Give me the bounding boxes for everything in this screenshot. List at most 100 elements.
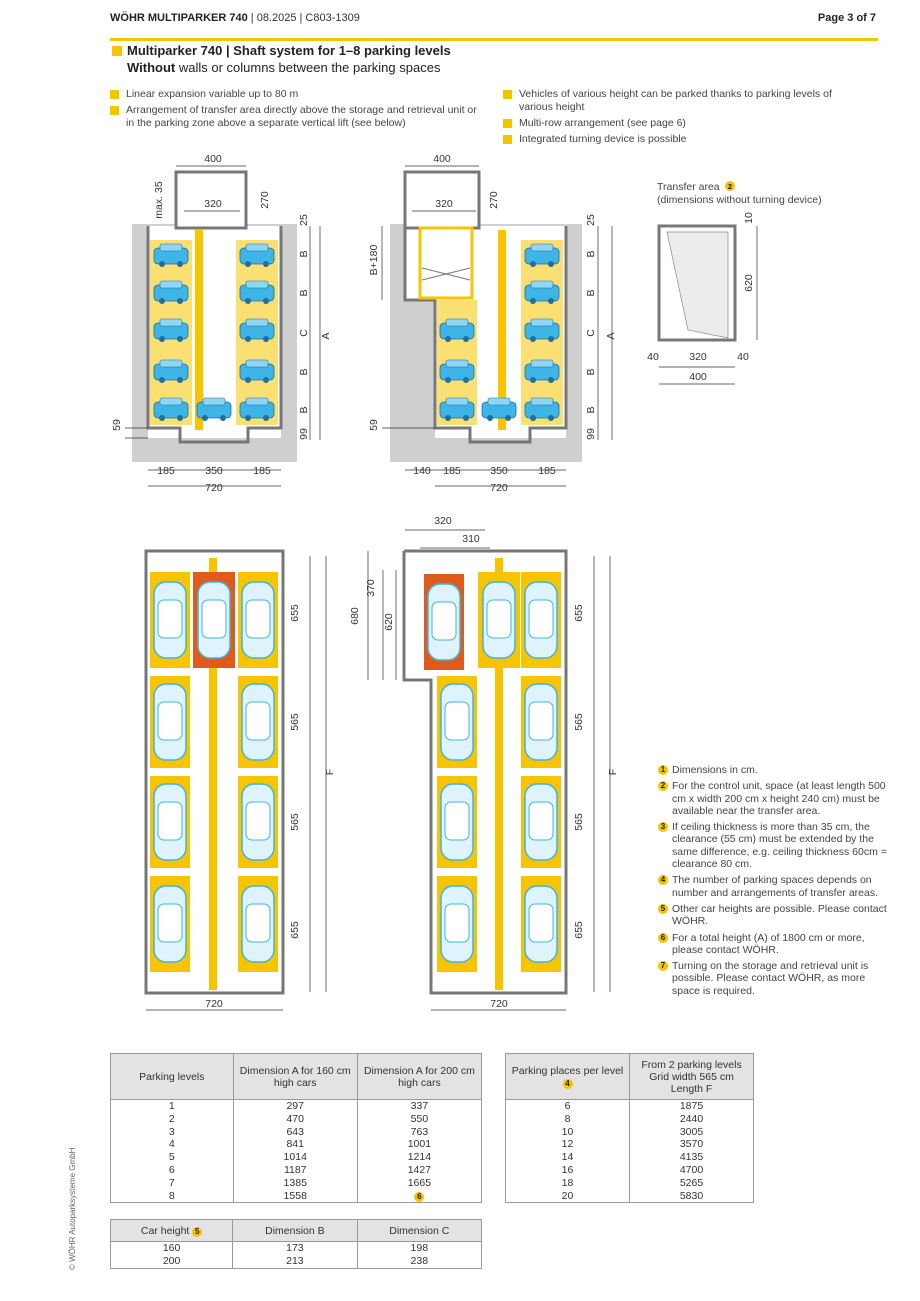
car-top-icon: [153, 581, 187, 659]
dim-label: 680: [349, 607, 361, 625]
dim-label: A: [320, 332, 332, 339]
table-cell: 841: [232, 1138, 358, 1152]
transfer-area-subtitle: (dimensions without turning device): [657, 194, 822, 206]
bullet-marker: [503, 119, 512, 128]
vertical-lift: [418, 226, 474, 300]
bullet-item: Integrated turning device is possible: [503, 133, 863, 146]
column-header: Parking levels: [110, 1053, 234, 1100]
table-cell: 3: [110, 1125, 234, 1139]
table-cell: 1875: [629, 1099, 754, 1113]
table-cell: 5265: [629, 1176, 754, 1190]
dim-label: B: [298, 368, 310, 375]
subtitle-bold: Without: [127, 60, 176, 75]
dim-label: 99: [585, 428, 597, 440]
dim-label: C: [585, 329, 597, 337]
transfer-area-title: Transfer area: [657, 181, 720, 193]
dim-label: 40: [737, 351, 749, 363]
dim-label: 270: [259, 191, 271, 209]
table-cell: 20: [504, 1189, 631, 1204]
table-cell: 763: [356, 1125, 483, 1139]
car-top-icon: [197, 581, 231, 659]
table-cell: 643: [232, 1125, 358, 1139]
table-cell: 1427: [356, 1163, 483, 1177]
header-rule: [110, 38, 878, 41]
car-height-table: Car height 5 Dimension B Dimension C 160…: [109, 1219, 483, 1269]
dim-label: 655: [289, 604, 301, 622]
document-meta: | 08.2025 | C803-1309: [250, 12, 360, 24]
dim-label: 185: [443, 465, 461, 477]
table-cell: 2: [110, 1112, 234, 1126]
plan-view-2: 320 310 680 370 620 655 565 565 655 F 72…: [349, 515, 619, 1011]
shaft-wall: [146, 226, 283, 444]
dim-label: B: [298, 250, 310, 257]
bullet-marker: [110, 106, 119, 115]
footnote-number: 4: [658, 875, 668, 886]
table-cell: 6: [110, 1163, 234, 1177]
table-cell: 337: [356, 1099, 483, 1113]
table-cell: 173: [232, 1241, 358, 1255]
table-cell: 8: [504, 1112, 631, 1126]
car-top-icon: [241, 885, 275, 963]
car-top-icon: [440, 683, 474, 761]
dim-label: 185: [157, 465, 175, 477]
dim-label: 620: [383, 613, 395, 631]
table-cell: 1014: [232, 1151, 358, 1164]
dim-label: B: [298, 406, 310, 413]
dim-label: 720: [205, 998, 223, 1010]
table-cell: 18: [504, 1176, 631, 1190]
bullet-text: Vehicles of various height can be parked…: [519, 88, 832, 113]
bullet-marker: [503, 135, 512, 144]
table-cell: 2440: [629, 1112, 754, 1126]
dim-label: 185: [253, 465, 271, 477]
column-header: Dimension A for 200 cm high cars: [356, 1053, 483, 1100]
dim-label: B: [585, 289, 597, 296]
copyright: © WÖHR Autoparksysteme GmbH: [68, 1147, 77, 1270]
dim-label: C: [298, 329, 310, 337]
table-cell: 297: [232, 1099, 358, 1113]
footnote-text: Dimensions in cm.: [672, 764, 758, 776]
dim-label: 185: [538, 465, 556, 477]
table-cell: 4: [110, 1138, 234, 1152]
table-cell: 6: [504, 1099, 631, 1113]
dim-label: B: [585, 250, 597, 257]
car-top-icon: [427, 583, 461, 661]
car-top-icon: [524, 581, 558, 659]
dim-label: 59: [368, 419, 380, 431]
dim-label: B: [585, 406, 597, 413]
dim-label: 320: [204, 198, 222, 210]
bullets-left: Linear expansion variable up to 80 m Arr…: [110, 88, 480, 133]
section-view-1: 400 320 270 max. 35 25 B B C B B 99 A 59…: [111, 153, 332, 494]
table-cell: 7: [110, 1176, 234, 1190]
rail: [209, 558, 217, 990]
footnote-number: 3: [658, 822, 668, 833]
car-top-icon: [482, 581, 516, 659]
car-top-icon: [153, 683, 187, 761]
title-marker: [112, 46, 122, 56]
column-header: Dimension A for 160 cm high cars: [232, 1053, 358, 1100]
car-top-icon: [524, 683, 558, 761]
car-top-icon: [241, 683, 275, 761]
bullets-right: Vehicles of various height can be parked…: [503, 88, 863, 149]
dim-label: 400: [689, 371, 707, 383]
table-cell: 8: [110, 1189, 234, 1204]
table-cell: 1187: [232, 1163, 358, 1177]
transfer-area-view: Transfer area 2 (dimensions without turn…: [647, 181, 822, 385]
dim-label: B: [585, 368, 597, 375]
plan-view-1: 655 565 565 655 F 720: [144, 549, 336, 1011]
car-top-icon: [153, 885, 187, 963]
